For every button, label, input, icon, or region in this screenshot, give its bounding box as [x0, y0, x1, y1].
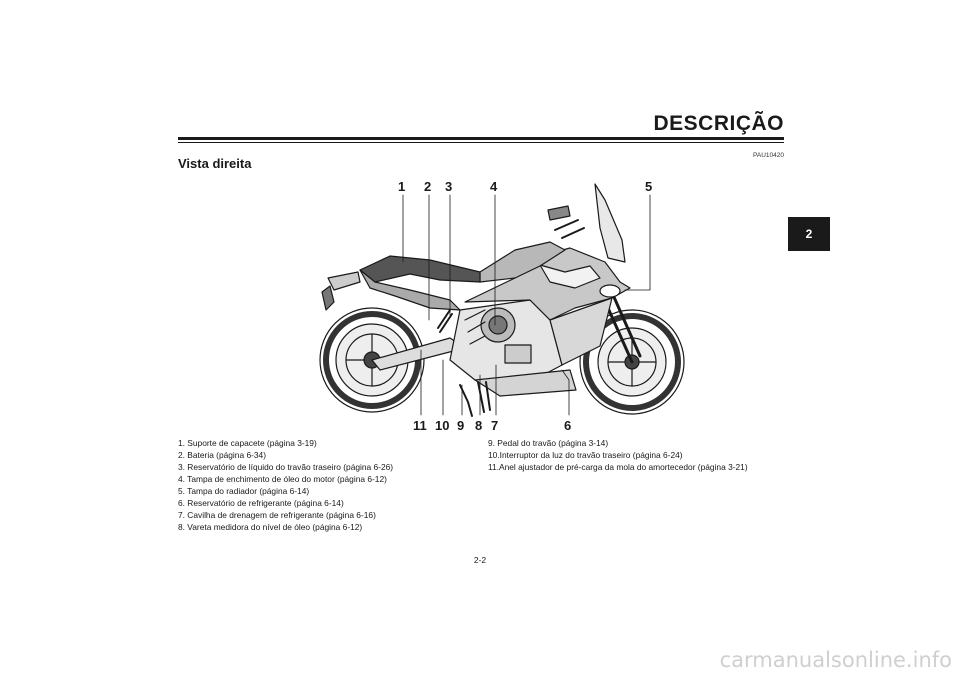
callout-7: 7 [491, 418, 498, 432]
callout-3: 3 [445, 179, 452, 194]
legend-item: 5. Tampa do radiador (página 6-14) [178, 486, 310, 496]
page-number: 2-2 [473, 555, 487, 565]
exhaust [474, 369, 577, 397]
callout-9: 9 [457, 418, 464, 432]
mirror [547, 205, 571, 221]
legend-item: 1. Suporte de capacete (página 3-19) [178, 438, 317, 448]
chapter-tab[interactable]: 2 [788, 217, 830, 251]
callout-8: 8 [475, 418, 482, 432]
legend-left: 1. Suporte de capacete (página 3-19) 2. … [178, 437, 478, 533]
fuel-tank [479, 241, 566, 283]
legend-item: 3. Reservatório de líquido do travão tra… [178, 462, 394, 472]
legend-item: 7. Cavilha de drenagem de refrigerante (… [178, 510, 376, 520]
side-stand [477, 381, 491, 413]
legend-item: 9. Pedal do travão (página 3-14) [488, 438, 609, 448]
legend-item: 6. Reservatório de refrigerante (página … [178, 498, 344, 508]
brake-pedal [459, 384, 473, 417]
callout-10: 10 [435, 418, 449, 432]
front-wheel [579, 309, 685, 415]
legend-right: 9. Pedal do travão (página 3-14) 10.Inte… [488, 437, 788, 473]
header-rule-thick [178, 137, 784, 140]
callout-11: 11 [413, 418, 427, 432]
seat-tail [321, 255, 481, 311]
callout-1: 1 [398, 179, 405, 194]
legend-item: 8. Vareta medidora do nível de óleo (pág… [178, 522, 363, 532]
headlight [599, 284, 621, 298]
legend-item: 2. Bateria (página 6-34) [178, 450, 266, 460]
legend-item: 11.Anel ajustador de pré-carga da mola d… [488, 462, 748, 472]
callout-6: 6 [564, 418, 571, 432]
windscreen [594, 183, 626, 263]
motorcycle-diagram: 1 2 3 4 5 6 7 8 9 10 11 [319, 179, 685, 432]
legend-item: 10.Interruptor da luz do travão traseiro… [488, 450, 683, 460]
handlebar [554, 219, 585, 239]
rear-wheel [319, 307, 425, 413]
reference-code: PAU10420 [753, 152, 784, 159]
legend-item: 4. Tampa de enchimento de óleo do motor … [178, 474, 387, 484]
callout-5: 5 [645, 179, 652, 194]
callout-2: 2 [424, 179, 431, 194]
watermark[interactable]: carmanualsonline.info [719, 648, 952, 672]
leader-lines [402, 194, 651, 416]
header-rule-thin [178, 142, 784, 143]
page-title: DESCRIÇÃO [653, 112, 784, 135]
rear-shock [437, 309, 453, 333]
callout-4: 4 [490, 179, 498, 194]
section-title: Vista direita [178, 156, 252, 171]
